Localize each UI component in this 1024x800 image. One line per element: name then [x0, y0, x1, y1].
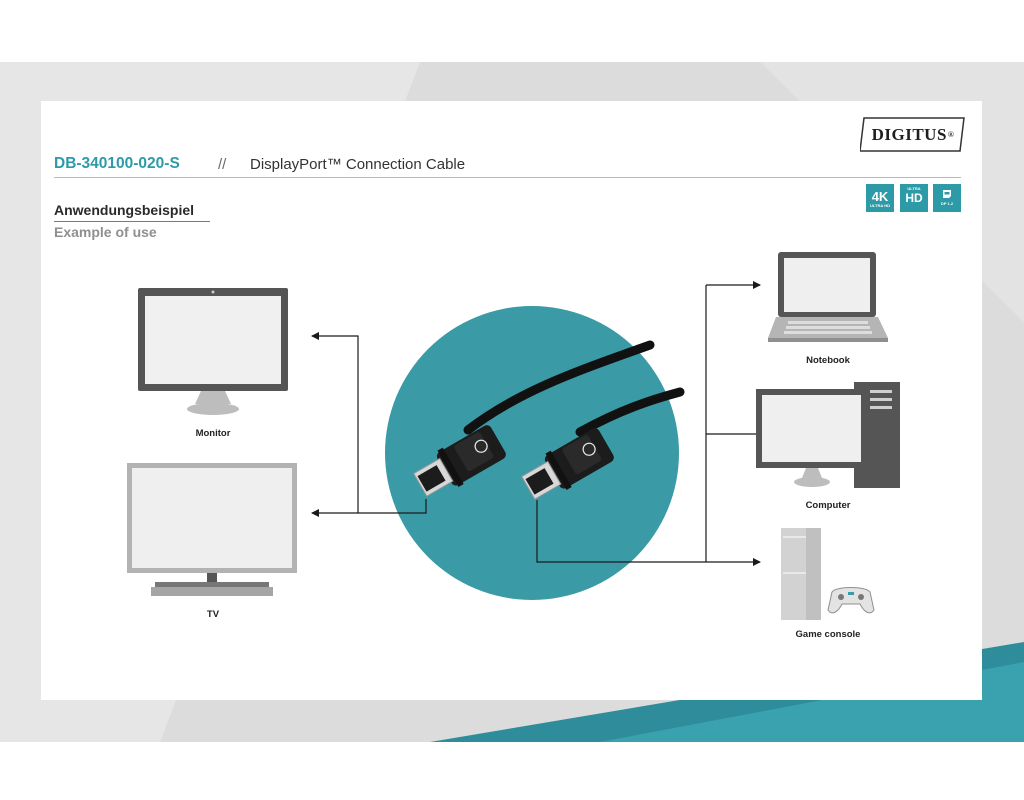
badge-dp-small: DP 1.2 [940, 201, 954, 206]
tv-icon [127, 463, 297, 596]
right-plug [521, 428, 614, 500]
digitus-logo [860, 117, 965, 152]
brand-name: DIGITUS [871, 124, 947, 144]
section-title-en: Example of use [54, 224, 157, 240]
monitor-label: Monitor [195, 428, 231, 439]
right-connection-lines [536, 281, 772, 566]
displayport-icon [943, 190, 951, 198]
brand-logo-text: DIGITUS® [860, 116, 966, 153]
section-title-de: Anwendungsbeispiel [54, 202, 195, 218]
badge-dp: DP 1.2 [933, 184, 961, 212]
computer-icon [756, 382, 900, 488]
displayport-cable [413, 340, 685, 500]
notebook-label: Notebook [806, 355, 850, 366]
badge-4k: 4K ULTRA HD [866, 184, 894, 212]
cable-background-circle [385, 306, 679, 600]
game-console-icon [781, 528, 875, 620]
notebook-icon [768, 252, 888, 342]
badge-4k-big: 4K [871, 189, 889, 204]
left-plug [413, 425, 506, 497]
tv-label: TV [206, 609, 220, 620]
game-console-label: Game console [795, 629, 861, 640]
left-connection-lines [311, 332, 427, 517]
badge-ultra-hd: ULTRA HD [900, 184, 928, 212]
product-code: DB-340100-020-S [54, 155, 180, 172]
badge-ultra-hd-big: HD [905, 191, 923, 205]
computer-label: Computer [805, 500, 851, 511]
product-name: DisplayPort™ Connection Cable [250, 156, 466, 173]
header-divider [54, 177, 961, 178]
registered-mark: ® [947, 130, 955, 139]
title-separator: // [218, 156, 227, 173]
monitor-icon [138, 288, 288, 415]
section-title-underline [54, 221, 210, 222]
badge-4k-small: ULTRA HD [870, 203, 890, 208]
badge-ultra-hd-small: ULTRA [907, 186, 921, 191]
